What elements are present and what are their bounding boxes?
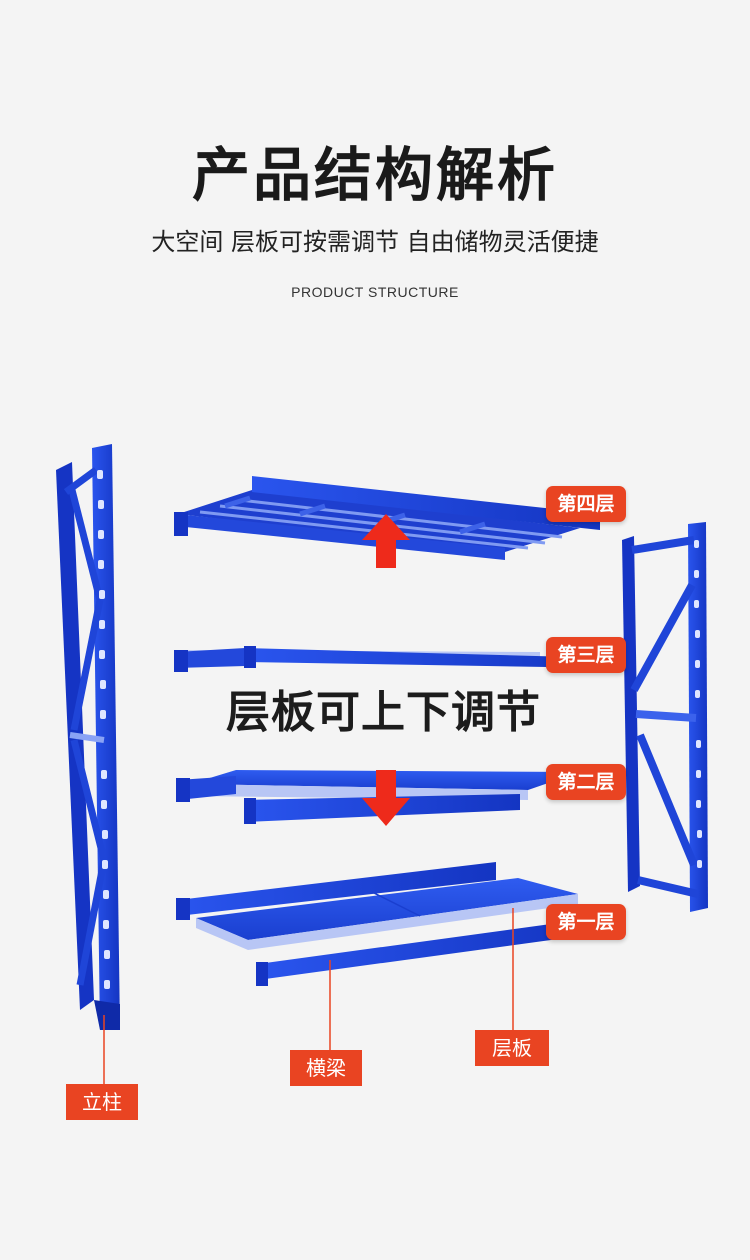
level-1-badge: 第一层 <box>546 904 626 940</box>
arrow-up-icon <box>362 514 410 568</box>
adjustable-shelf-caption: 层板可上下调节 <box>226 687 541 738</box>
shelf-level-1 <box>176 862 580 986</box>
arrow-down-icon <box>362 770 410 826</box>
level-2-badge: 第二层 <box>546 764 626 800</box>
page-title: 产品结构解析 <box>191 141 558 209</box>
page-subtitle: 大空间 层板可按需调节 自由储物灵活便捷 <box>151 228 599 256</box>
level-3-badge: 第三层 <box>546 637 626 673</box>
shelf-level-4 <box>174 476 600 560</box>
right-upright-frame <box>622 522 708 912</box>
level-4-badge: 第四层 <box>546 486 626 522</box>
shelf-level-3 <box>174 646 610 672</box>
upright-label: 立柱 <box>66 1084 138 1120</box>
left-upright-frame <box>56 444 120 1030</box>
leader-lines <box>103 908 514 1085</box>
page-subtitle-english: PRODUCT STRUCTURE <box>291 284 459 300</box>
beam-label: 横梁 <box>290 1050 362 1086</box>
shelf-panel-label: 层板 <box>475 1030 549 1066</box>
